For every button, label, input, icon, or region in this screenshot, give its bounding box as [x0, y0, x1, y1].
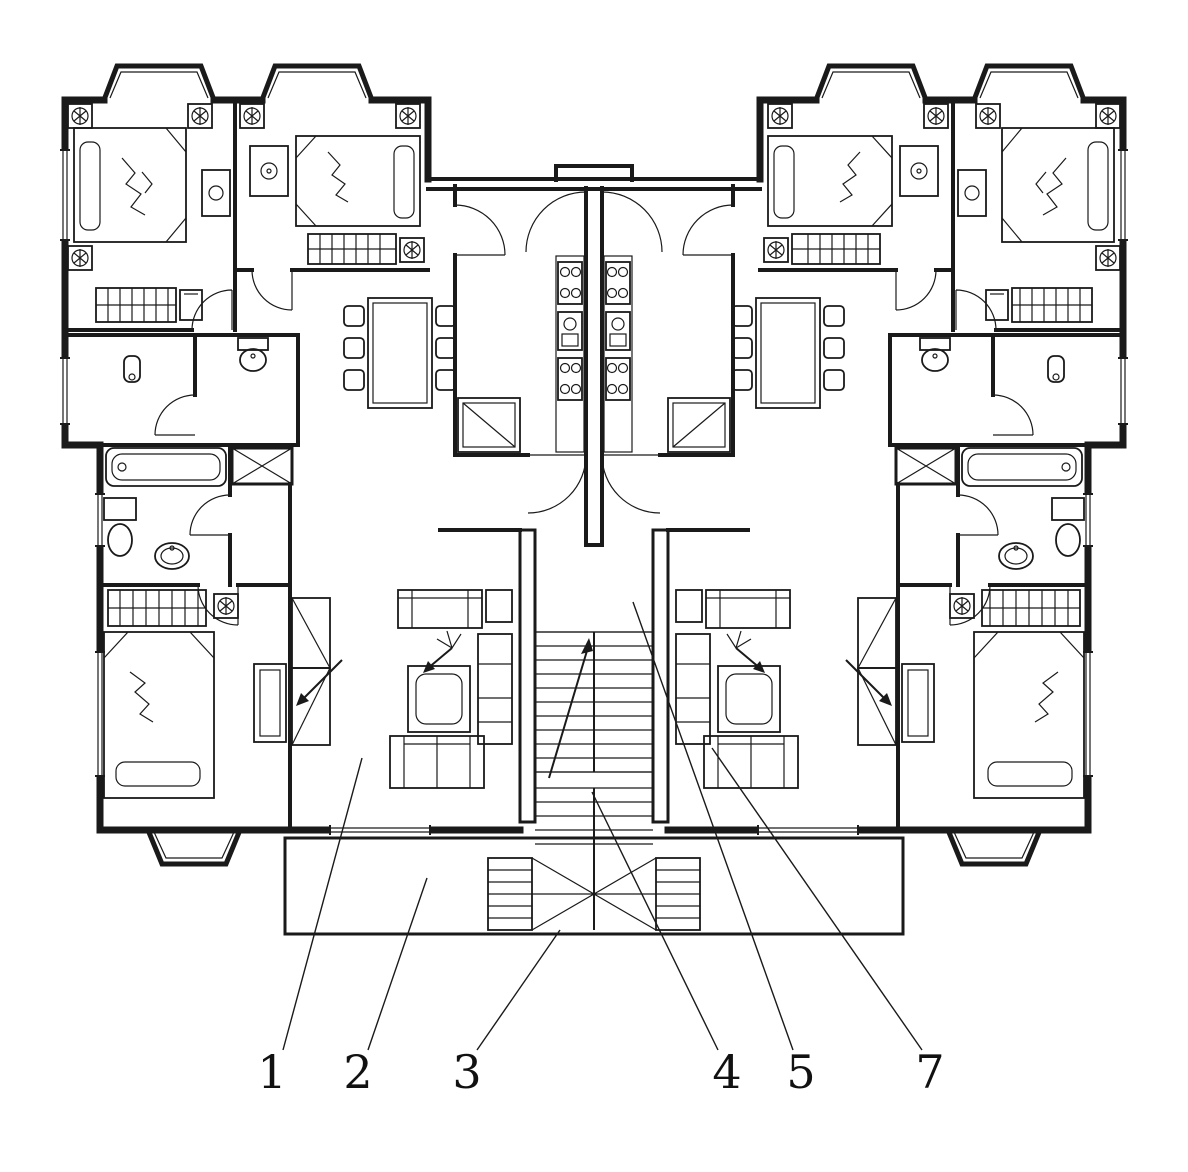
callout-5: 5	[632, 601, 816, 1099]
callout-7-label: 7	[915, 1045, 944, 1099]
wardrobe	[291, 597, 343, 746]
unit-right	[594, 66, 1128, 864]
callouts: 1 2 3 4 5 7	[257, 601, 945, 1099]
bay-window-bottom	[144, 826, 244, 867]
callout-5-label: 5	[786, 1045, 815, 1099]
bay-window-top-2	[258, 63, 376, 104]
bedroom-top-second	[239, 103, 425, 265]
bedroom-lower	[103, 589, 287, 799]
callout-3: 3	[452, 929, 561, 1099]
callout-3-label: 3	[452, 1045, 481, 1099]
living-room	[389, 589, 513, 789]
callout-2-label: 2	[343, 1045, 372, 1099]
callout-4: 4	[591, 791, 742, 1099]
callout-2: 2	[343, 877, 428, 1099]
bay-window-top-1	[100, 63, 218, 104]
dining-area	[343, 297, 457, 409]
callout-1: 1	[257, 757, 363, 1099]
bedroom-top-left	[67, 103, 231, 323]
callout-7: 7	[711, 747, 945, 1099]
exterior-walls	[61, 96, 596, 834]
bathroom-upper	[123, 337, 269, 383]
entry-steps	[487, 857, 701, 931]
callout-4-label: 4	[712, 1045, 741, 1099]
windows	[60, 149, 431, 835]
callout-1-label: 1	[257, 1045, 286, 1099]
unit-left	[60, 63, 596, 867]
porch	[283, 836, 905, 936]
kitchen	[457, 255, 585, 453]
staircase	[534, 164, 654, 930]
bathroom-tub	[103, 447, 227, 570]
